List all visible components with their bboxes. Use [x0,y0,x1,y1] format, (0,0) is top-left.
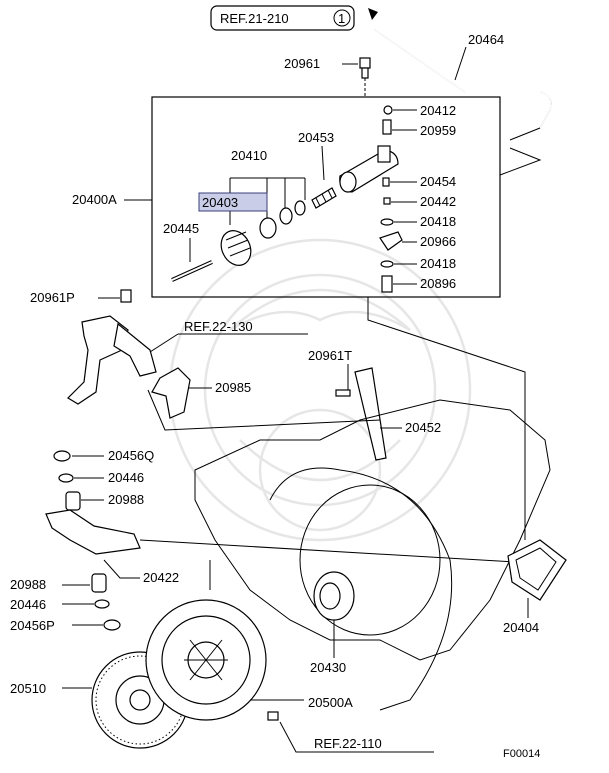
bracket-part[interactable] [67,315,157,405]
label-20418-b: 20418 [420,256,456,271]
bolt-pressure-plate[interactable] [267,711,279,721]
label-20410: 20410 [231,148,267,163]
ref-22-110[interactable]: REF.22-110 [279,721,434,753]
label-20453: 20453 [298,130,334,145]
hydraulic-line [374,29,552,129]
part-20403-highlight[interactable]: 20403 [198,192,268,212]
ref-22-110-label: REF.22-110 [314,736,382,751]
spring-20446-b[interactable] [94,599,110,609]
label-20442: 20442 [420,194,456,209]
clip-20456P[interactable] [103,619,121,631]
label-20446-a: 20446 [108,470,144,485]
label-20988-b: 20988 [10,577,46,592]
label-20412: 20412 [420,103,456,118]
label-20422: 20422 [143,570,179,585]
transmission-housing [194,399,551,711]
bolt-20961T[interactable] [335,389,351,397]
ref-22-130[interactable]: REF.22-130 [149,319,308,353]
label-20446-b: 20446 [10,597,46,612]
label-20452: 20452 [405,420,441,435]
pressure-plate-20500A[interactable] [145,599,267,721]
label-20961: 20961 [284,56,320,71]
label-20961T: 20961T [308,348,352,363]
arrow-icon [368,8,378,20]
ref-22-130-label: REF.22-130 [184,319,253,334]
assembly-box-20400A [151,96,501,298]
label-20961P: 20961P [30,290,75,305]
ref-box-21-210[interactable]: REF.21-210 1 [210,5,355,31]
release-bearing-20430[interactable] [313,571,355,621]
label-20456Q: 20456Q [108,448,154,463]
label-20456P: 20456P [10,618,55,633]
label-20988-a: 20988 [108,492,144,507]
spring-20446-a[interactable] [58,473,74,483]
master-cylinder-parts[interactable] [171,145,399,282]
bushing-20988-b[interactable] [91,573,107,593]
clip-20456Q[interactable] [53,450,71,462]
label-20500A: 20500A [308,695,353,710]
boot-20404[interactable] [507,539,567,601]
bolt-20961[interactable] [359,57,371,79]
label-20404: 20404 [503,620,539,635]
label-20445: 20445 [163,221,199,236]
label-20403: 20403 [202,195,238,210]
bolt-20961P[interactable] [120,289,132,303]
label-20896: 20896 [420,276,456,291]
label-20959: 20959 [420,123,456,138]
label-20985: 20985 [215,380,251,395]
ref-21-210-label: REF.21-210 [220,11,289,26]
pushrod-20452[interactable] [354,367,387,461]
label-20418-a: 20418 [420,214,456,229]
ref-circle-digit: 1 [338,11,345,26]
part-20985[interactable] [151,367,191,419]
label-20430: 20430 [310,660,346,675]
bushing-20988-a[interactable] [65,491,81,511]
label-20464: 20464 [468,32,504,47]
release-fork-20422[interactable] [45,509,141,555]
label-20400A: 20400A [72,192,117,207]
label-20966: 20966 [420,234,456,249]
label-20510: 20510 [10,681,46,696]
label-20454: 20454 [420,174,456,189]
figure-code: F00014 [503,748,540,760]
